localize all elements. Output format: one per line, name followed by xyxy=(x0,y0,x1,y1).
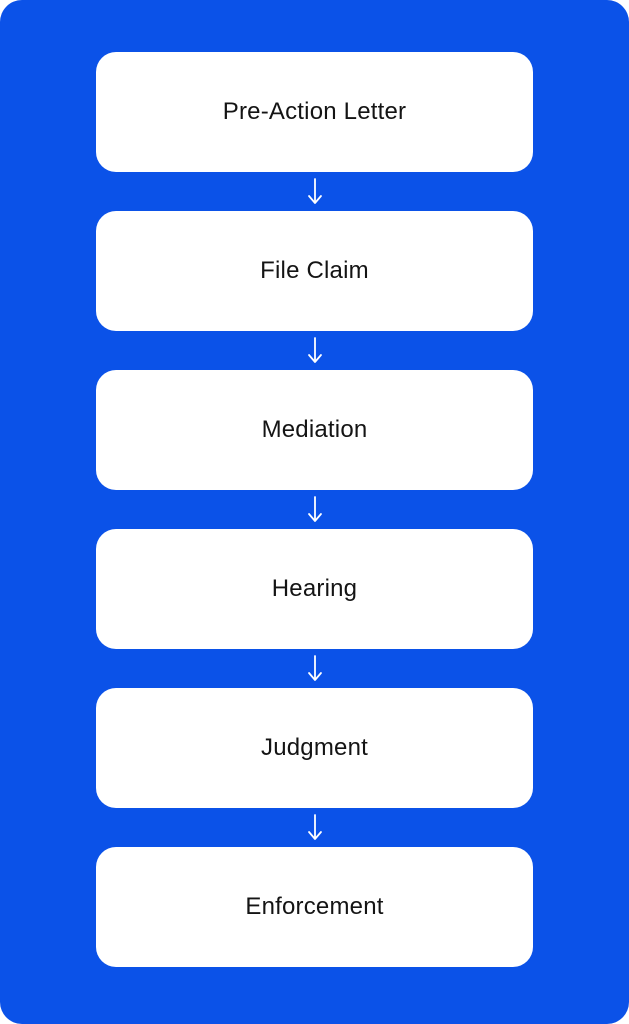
connector-5 xyxy=(96,808,533,847)
flow-step-mediation: Mediation xyxy=(96,370,533,490)
flow-step-pre-action-letter: Pre-Action Letter xyxy=(96,52,533,172)
flow-step-label: Pre-Action Letter xyxy=(222,98,407,125)
flow-step-label: Judgment xyxy=(261,734,368,761)
down-arrow-icon xyxy=(307,655,322,681)
flowchart-column: Pre-Action Letter File Claim Mediation xyxy=(96,52,533,967)
connector-2 xyxy=(96,331,533,370)
flow-step-hearing: Hearing xyxy=(96,529,533,649)
connector-1 xyxy=(96,172,533,211)
flow-step-file-claim: File Claim xyxy=(96,211,533,331)
flow-step-judgment: Judgment xyxy=(96,688,533,808)
down-arrow-icon xyxy=(307,814,322,840)
down-arrow-icon xyxy=(307,496,322,522)
flow-step-label: File Claim xyxy=(260,257,369,284)
flow-step-label: Hearing xyxy=(271,575,358,602)
flow-step-label: Mediation xyxy=(261,416,368,443)
flow-step-label: Enforcement xyxy=(245,893,384,920)
connector-3 xyxy=(96,490,533,529)
connector-4 xyxy=(96,649,533,688)
flow-step-enforcement: Enforcement xyxy=(96,847,533,967)
down-arrow-icon xyxy=(307,178,322,204)
down-arrow-icon xyxy=(307,337,322,363)
